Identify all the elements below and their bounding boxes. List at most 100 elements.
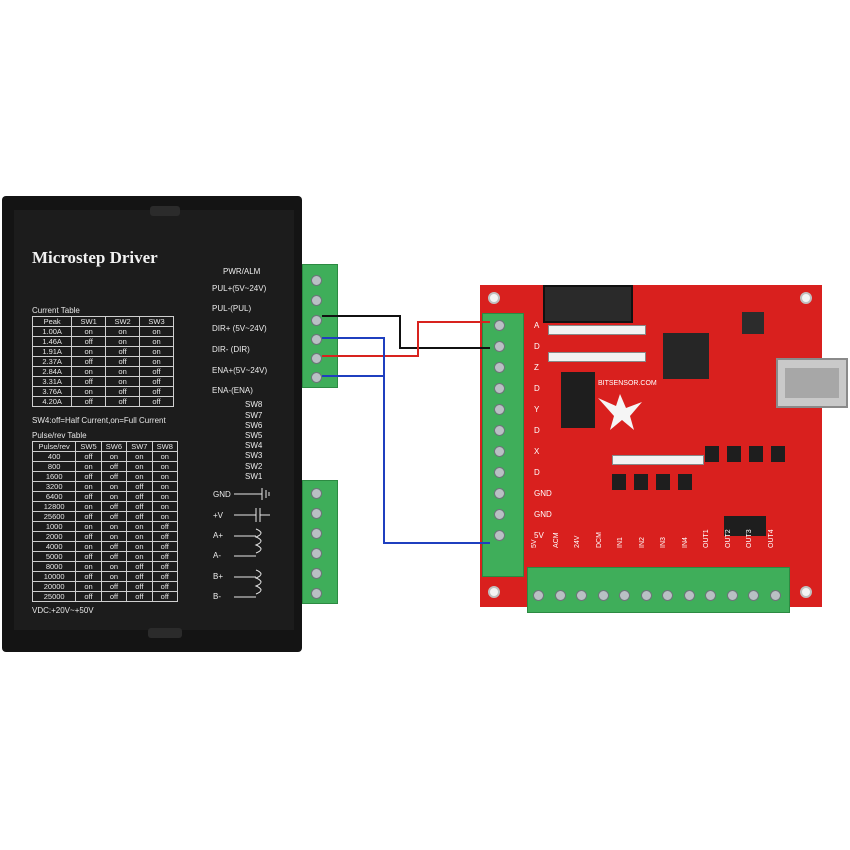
board-terminal-label: Z	[534, 363, 539, 372]
terminal-label: B+	[213, 572, 224, 581]
wire-blue-dir	[322, 337, 490, 544]
mounting-hole	[488, 586, 500, 598]
terminal-screw[interactable]	[619, 590, 630, 601]
table-cell: off	[71, 396, 107, 407]
switch-label: SW7	[245, 411, 263, 420]
terminal-screw[interactable]	[748, 590, 759, 601]
terminal-screw[interactable]	[494, 446, 505, 457]
wire-red-pul	[322, 321, 490, 357]
switch-label: SW2	[245, 462, 263, 471]
terminal-screw[interactable]	[494, 425, 505, 436]
driver-power-terminal-block[interactable]	[302, 480, 338, 604]
resistor-array	[612, 455, 704, 465]
terminal-screw[interactable]	[311, 528, 322, 539]
terminal-screw[interactable]	[494, 341, 505, 352]
terminal-screw[interactable]	[494, 467, 505, 478]
board-terminal-label: GND	[534, 489, 552, 498]
terminal-label: +V	[213, 511, 224, 520]
terminal-screw[interactable]	[494, 362, 505, 373]
switch-label: SW8	[245, 400, 263, 409]
table-cell: off	[139, 396, 174, 407]
terminal-label: ENA-(ENA)	[212, 386, 253, 395]
terminal-screw[interactable]	[662, 590, 673, 601]
board-terminal-label: A	[534, 321, 540, 330]
terminal-label: DIR+ (5V~24V)	[212, 324, 267, 333]
pulse-table-caption: Pulse/rev Table	[32, 431, 87, 440]
switch-label: SW3	[245, 451, 263, 460]
terminal-screw[interactable]	[311, 568, 322, 579]
transistor	[705, 446, 719, 462]
resistor-array	[548, 325, 646, 335]
terminal-screw[interactable]	[640, 590, 652, 601]
wiring-symbols	[234, 488, 270, 598]
mounting-hole	[488, 292, 500, 304]
terminal-screw[interactable]	[494, 383, 505, 394]
mounting-tab-top	[150, 206, 180, 216]
board-bottom-terminal-block[interactable]	[527, 567, 790, 613]
terminal-screw[interactable]	[683, 590, 695, 601]
current-table-caption: Current Table	[32, 306, 80, 315]
terminal-screw[interactable]	[494, 509, 505, 520]
terminal-screw[interactable]	[311, 334, 322, 345]
terminal-screw[interactable]	[726, 590, 738, 601]
terminal-screw[interactable]	[311, 508, 322, 519]
board-terminal-label: D	[534, 426, 540, 435]
terminal-screw[interactable]	[705, 590, 716, 601]
terminal-screw[interactable]	[311, 315, 322, 326]
terminal-screw[interactable]	[311, 275, 322, 286]
terminal-screw[interactable]	[311, 295, 322, 306]
voltage-regulator	[742, 312, 764, 334]
terminal-screw[interactable]	[533, 590, 544, 601]
transistor	[678, 474, 692, 490]
terminal-screw[interactable]	[494, 530, 505, 541]
switch-label: SW4	[245, 441, 263, 450]
terminal-label: PUL+(5V~24V)	[212, 284, 267, 293]
terminal-screw[interactable]	[494, 320, 505, 331]
transistor	[656, 474, 670, 490]
optocoupler-chip	[561, 372, 595, 428]
terminal-screw[interactable]	[576, 590, 587, 601]
terminal-label: B-	[213, 592, 221, 601]
board-terminal-label: X	[534, 447, 540, 456]
transistor	[634, 474, 648, 490]
terminal-screw[interactable]	[311, 353, 322, 364]
terminal-label: ENA+(5V~24V)	[212, 366, 268, 375]
terminal-screw[interactable]	[311, 588, 322, 599]
terminal-screw[interactable]	[494, 488, 505, 499]
ribbon-header-connector[interactable]	[543, 285, 633, 323]
mounting-hole	[800, 292, 812, 304]
usb-breakout-board	[480, 285, 822, 607]
terminal-label: GND	[213, 490, 231, 499]
terminal-label: DIR- (DIR)	[212, 345, 250, 354]
terminal-screw[interactable]	[311, 488, 322, 499]
vdc-label: VDC:+20V~+50V	[32, 606, 94, 615]
driver-title: Microstep Driver	[32, 248, 158, 267]
terminal-screw[interactable]	[597, 590, 609, 601]
board-terminal-label: Y	[534, 405, 540, 414]
resistor-array	[548, 352, 646, 362]
usb-port-inner	[785, 368, 839, 398]
transistor	[612, 474, 626, 490]
terminal-screw[interactable]	[311, 548, 322, 559]
terminal-screw[interactable]	[769, 590, 781, 601]
board-terminal-label: GND	[534, 510, 552, 519]
board-terminal-label: D	[534, 468, 540, 477]
terminal-screw[interactable]	[554, 590, 566, 601]
board-terminal-label: 5V	[534, 531, 544, 540]
board-terminal-label: D	[534, 342, 540, 351]
switch-label: SW1	[245, 472, 263, 481]
table-cell: off	[151, 591, 179, 602]
terminal-screw[interactable]	[494, 404, 505, 415]
mounting-tab-bottom	[148, 628, 182, 638]
terminal-screw[interactable]	[311, 372, 322, 383]
table-cell: 4.20A	[31, 396, 73, 407]
